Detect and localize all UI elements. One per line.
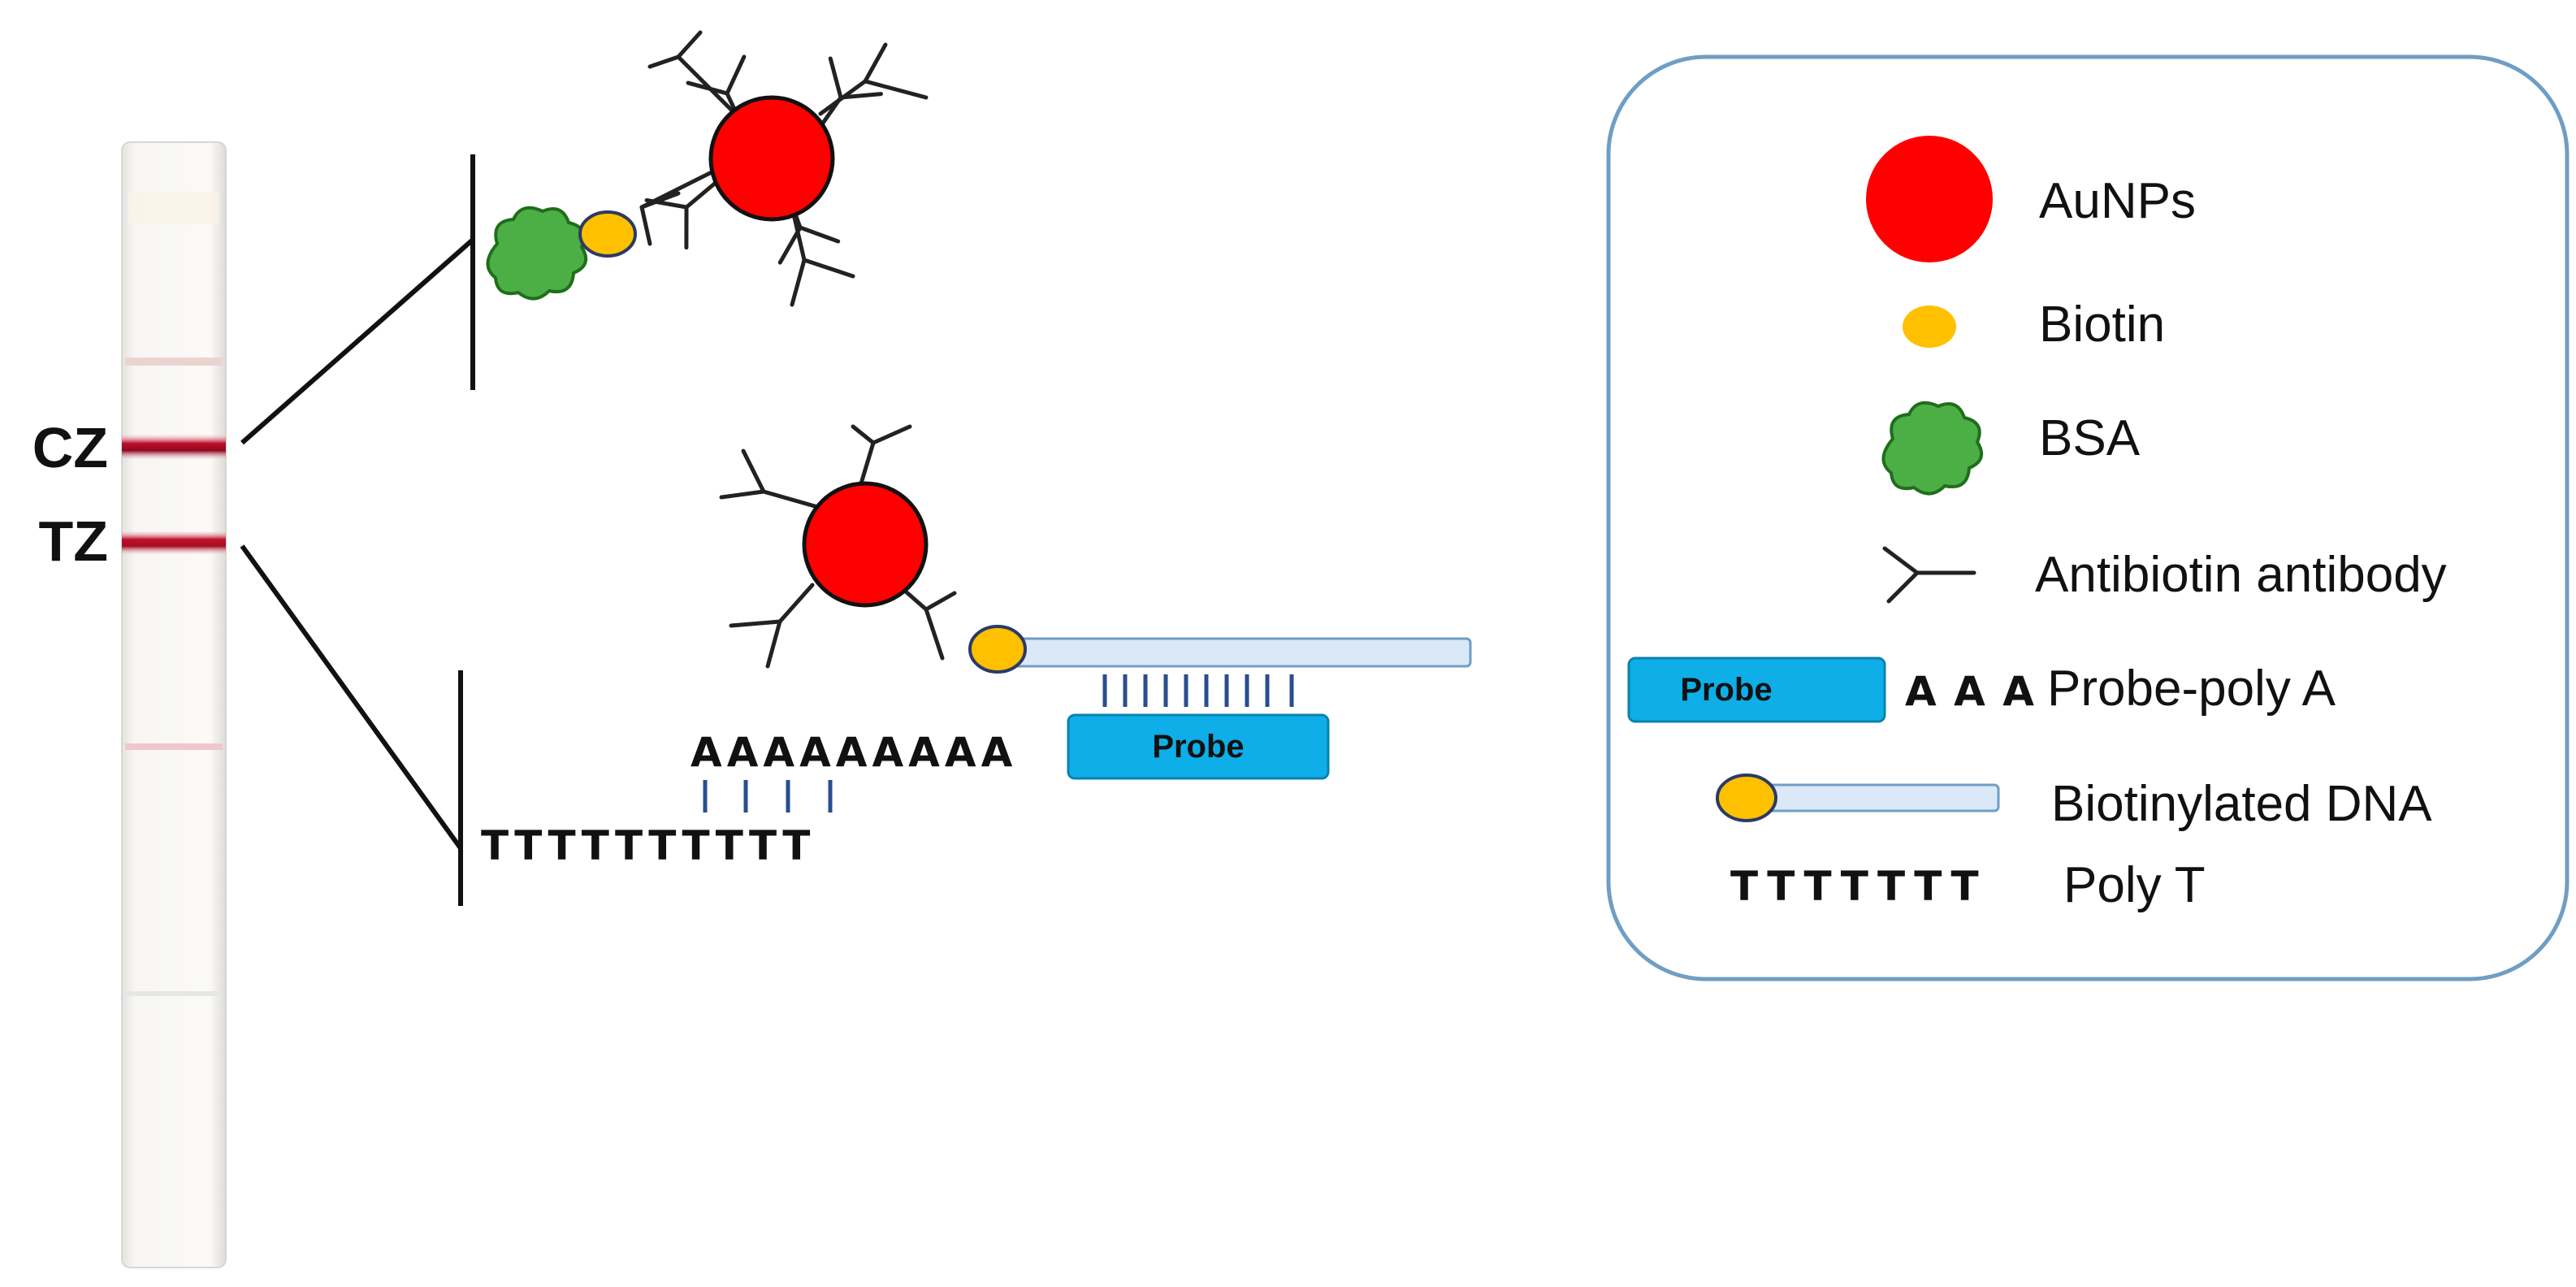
legend-biotin-symbol bbox=[1903, 306, 1956, 348]
legend-dna-strand bbox=[1745, 783, 2000, 812]
legend-border bbox=[1606, 54, 2570, 982]
strip-sample-pad bbox=[128, 192, 219, 224]
poly-a-sequence: AAAAAAAAA bbox=[691, 729, 1017, 776]
legend-biotinylated-dna-label: Biotinylated DNA bbox=[2051, 776, 2432, 832]
test-strip: CZ TZ bbox=[32, 141, 227, 1268]
strip-absorbent-edge bbox=[125, 991, 223, 996]
legend-probe-box bbox=[1627, 656, 1886, 723]
legend-biotin-label: Biotin bbox=[2039, 297, 2165, 353]
strip-pad-edge bbox=[125, 358, 223, 366]
legend-bsa-label: BSA bbox=[2039, 410, 2141, 466]
legend-poly-a-suffix: A A A bbox=[1905, 668, 2036, 715]
legend-poly-t-symbol: TTTTTTT bbox=[1730, 863, 1987, 910]
strip-faint-line bbox=[125, 743, 223, 750]
probe-label: Probe bbox=[1152, 729, 1244, 765]
bsa-blob bbox=[486, 206, 588, 301]
biotin-dot bbox=[578, 210, 637, 258]
legend-probe-poly-a-label: Probe-poly A bbox=[2047, 661, 2336, 717]
biotin-dot bbox=[968, 625, 1027, 674]
test-zone-label: TZ bbox=[38, 509, 108, 573]
legend-aunp-label: AuNPs bbox=[2039, 173, 2196, 229]
legend-poly-t-label: Poly T bbox=[2063, 857, 2206, 913]
legend-panel: AuNPs Biotin BSA Antibiotin antibody Pro… bbox=[1606, 54, 2570, 982]
control-zone-line bbox=[122, 435, 226, 459]
test-zone-detail: Probe AAAAAAAAA TTTTTTTTTT bbox=[458, 424, 1472, 906]
aunp-particle bbox=[802, 481, 929, 608]
strip-body bbox=[121, 141, 227, 1268]
legend-antibody-icon bbox=[1882, 546, 1976, 604]
legend-dna-biotin bbox=[1716, 774, 1777, 822]
legend-aunp-symbol bbox=[1866, 136, 1993, 262]
poly-t-sequence: TTTTTTTTTT bbox=[481, 822, 815, 869]
test-zoom-line bbox=[240, 544, 463, 850]
legend-antibody-label: Antibiotin antibody bbox=[2035, 547, 2447, 603]
dna-strand bbox=[998, 637, 1472, 668]
aunp-particle bbox=[708, 95, 835, 222]
control-zoom-line bbox=[240, 237, 474, 445]
dna-probe-hybrid-bars bbox=[1102, 674, 1294, 707]
polya-polyt-hybrid-bars bbox=[703, 780, 833, 812]
probe-box bbox=[1067, 713, 1330, 780]
control-zone-detail bbox=[470, 30, 929, 390]
legend-bsa-symbol bbox=[1881, 401, 1984, 496]
control-zone-label: CZ bbox=[32, 416, 108, 479]
legend-probe-box-text: Probe bbox=[1680, 672, 1772, 708]
test-zone-line bbox=[122, 531, 226, 554]
